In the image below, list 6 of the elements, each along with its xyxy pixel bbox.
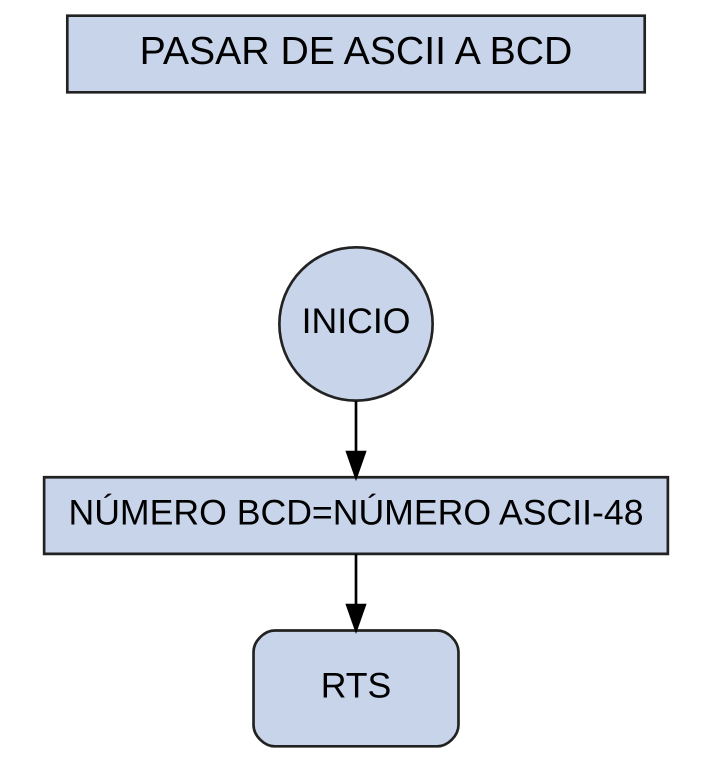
- node-box: NÚMERO BCD=NÚMERO ASCII-48: [42, 476, 669, 556]
- node-box: RTS: [252, 629, 460, 748]
- node-box: PASAR DE ASCII A BCD: [65, 14, 646, 94]
- arrow: [344, 401, 366, 482]
- node-circle: INICIO: [278, 246, 434, 402]
- arrow: [344, 554, 366, 634]
